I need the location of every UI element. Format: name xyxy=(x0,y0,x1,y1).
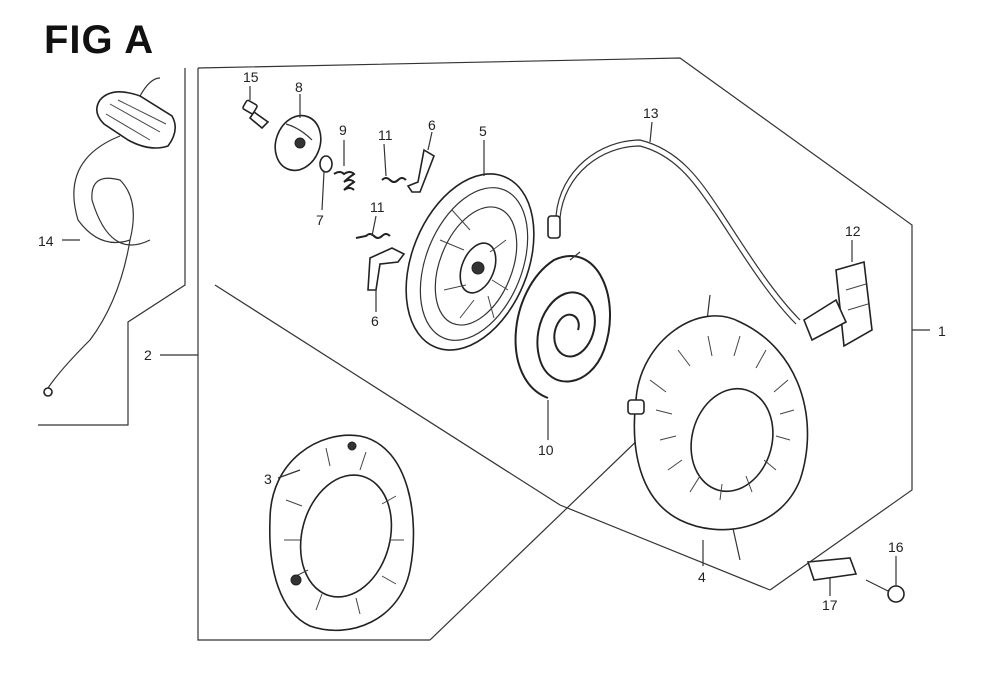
recoil-spring-10 xyxy=(514,251,612,399)
callout-15: 15 xyxy=(243,69,259,85)
callout-17: 17 xyxy=(822,597,838,613)
starter-handle-12 xyxy=(803,260,873,348)
callout-14: 14 xyxy=(38,233,54,249)
callout-7: 7 xyxy=(316,212,324,228)
ratchet-6-bottom xyxy=(367,247,406,291)
callout-8: 8 xyxy=(295,79,303,95)
callout-16: 16 xyxy=(888,539,904,555)
washer-7 xyxy=(319,155,333,173)
collar-17 xyxy=(806,557,858,581)
callout-2: 2 xyxy=(144,347,152,363)
callout-10: 10 xyxy=(538,442,554,458)
callout-1: 1 xyxy=(938,323,946,339)
callout-9: 9 xyxy=(339,122,347,138)
callout-4: 4 xyxy=(698,569,706,585)
case-cover-3 xyxy=(268,434,415,632)
ratchet-6-top xyxy=(406,148,435,193)
leader-lines xyxy=(62,86,930,596)
ratchet-spring-11-top xyxy=(381,177,407,183)
callout-13: 13 xyxy=(643,105,659,121)
drive-plate-8 xyxy=(274,114,322,172)
callout-3: 3 xyxy=(264,471,272,487)
starter-rope-13 xyxy=(547,139,801,325)
spring-9 xyxy=(333,171,356,191)
callout-12: 12 xyxy=(845,223,861,239)
assembly-boundary-2 xyxy=(38,68,430,641)
starter-case-4 xyxy=(627,315,809,531)
starter-grip-and-cord-14 xyxy=(43,77,176,397)
ratchet-spring-11-bottom xyxy=(355,233,391,239)
callout-11-bottom: 11 xyxy=(370,199,385,215)
assembly-boundary-1 xyxy=(197,57,913,591)
starter-reel-5 xyxy=(405,173,535,351)
callout-6-bottom: 6 xyxy=(371,313,379,329)
callout-11-top: 11 xyxy=(378,127,393,143)
bolt-15 xyxy=(242,99,270,130)
figure-title: FIG A xyxy=(44,18,155,62)
bolt-16 xyxy=(865,579,905,603)
callout-5: 5 xyxy=(479,123,487,139)
callout-6-top: 6 xyxy=(428,117,436,133)
